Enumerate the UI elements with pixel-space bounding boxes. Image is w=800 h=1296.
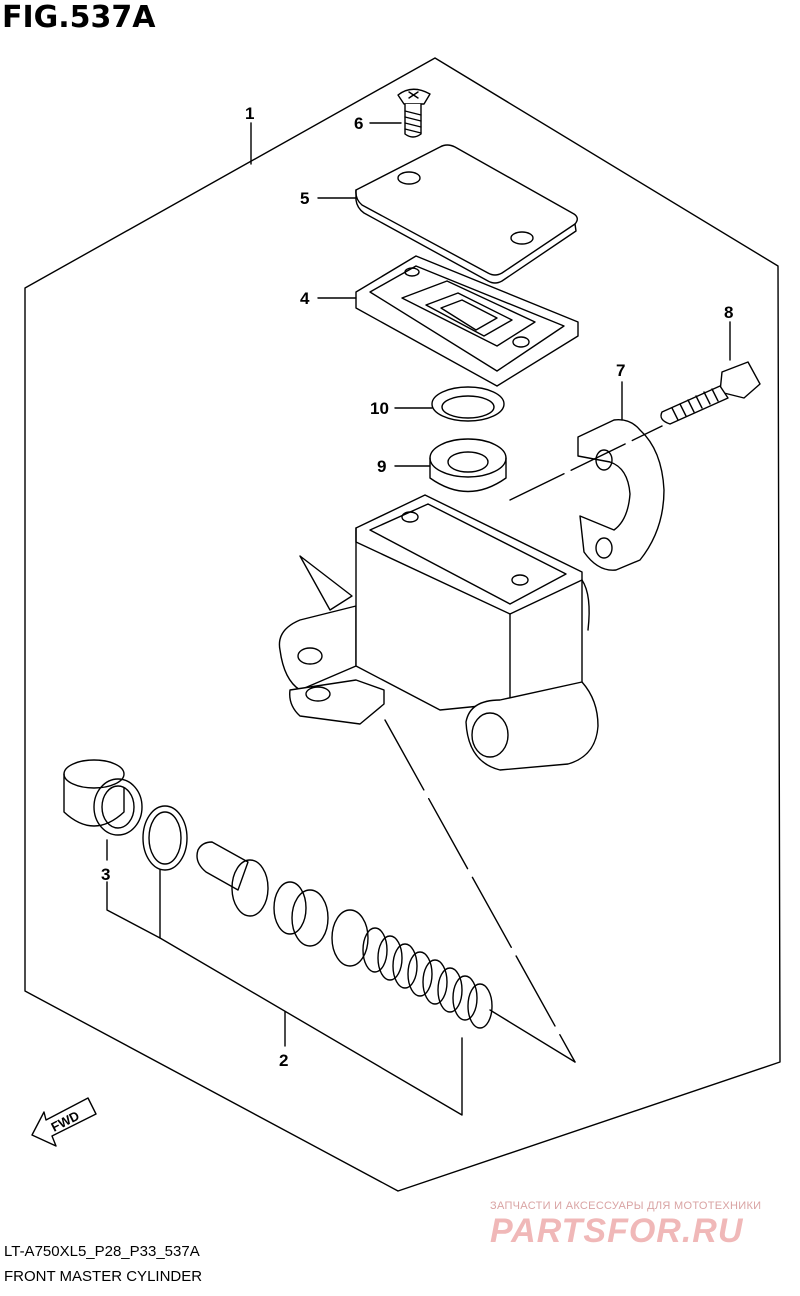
- bore-guide-line-2: [489, 1009, 576, 1063]
- watermark-logo: PARTSFOR.RU: [490, 1212, 744, 1250]
- callout-3: 3: [101, 865, 110, 884]
- bore-guide-line: [384, 719, 576, 1063]
- clamp-part-7: [577, 419, 665, 571]
- screw-part-6: [397, 88, 431, 138]
- reservoir-cap-part-5: [355, 144, 578, 284]
- bolt-part-8: [660, 361, 761, 425]
- callout-5: 5: [300, 189, 309, 208]
- bracket-line-3: [106, 869, 161, 939]
- callout-10: 10: [370, 399, 389, 418]
- figure-code: LT-A750XL5_P28_P33_537A: [4, 1243, 200, 1260]
- clamp-guide-line: [509, 425, 663, 501]
- watermark-tagline: ЗАПЧАСТИ И АКСЕССУАРЫ ДЛЯ МОТОТЕХНИКИ: [490, 1200, 762, 1212]
- diaphragm-part-4: [355, 255, 579, 387]
- circlip-part: [142, 805, 188, 871]
- assembly-boundary: [24, 57, 781, 1192]
- fwd-arrow-icon: [31, 1097, 97, 1147]
- callout-1: 1: [245, 104, 254, 123]
- callout-4: 4: [300, 289, 310, 308]
- figure-title: FIG.537A: [2, 0, 156, 35]
- callout-8: 8: [724, 303, 733, 322]
- callout-7: 7: [616, 361, 625, 380]
- callout-9: 9: [377, 457, 386, 476]
- bracket-line-2: [159, 937, 463, 1116]
- callout-6: 6: [354, 114, 363, 133]
- callout-2: 2: [279, 1051, 288, 1070]
- figure-caption: FRONT MASTER CYLINDER: [4, 1268, 203, 1285]
- dust-boot-part-3: [63, 759, 143, 836]
- plate-part-10: [431, 386, 505, 422]
- fwd-label: FWD: [49, 1108, 82, 1135]
- cylinder-body-part-1: [278, 494, 599, 771]
- piston-assembly-part-2: [196, 841, 493, 1029]
- float-part-9: [429, 438, 507, 493]
